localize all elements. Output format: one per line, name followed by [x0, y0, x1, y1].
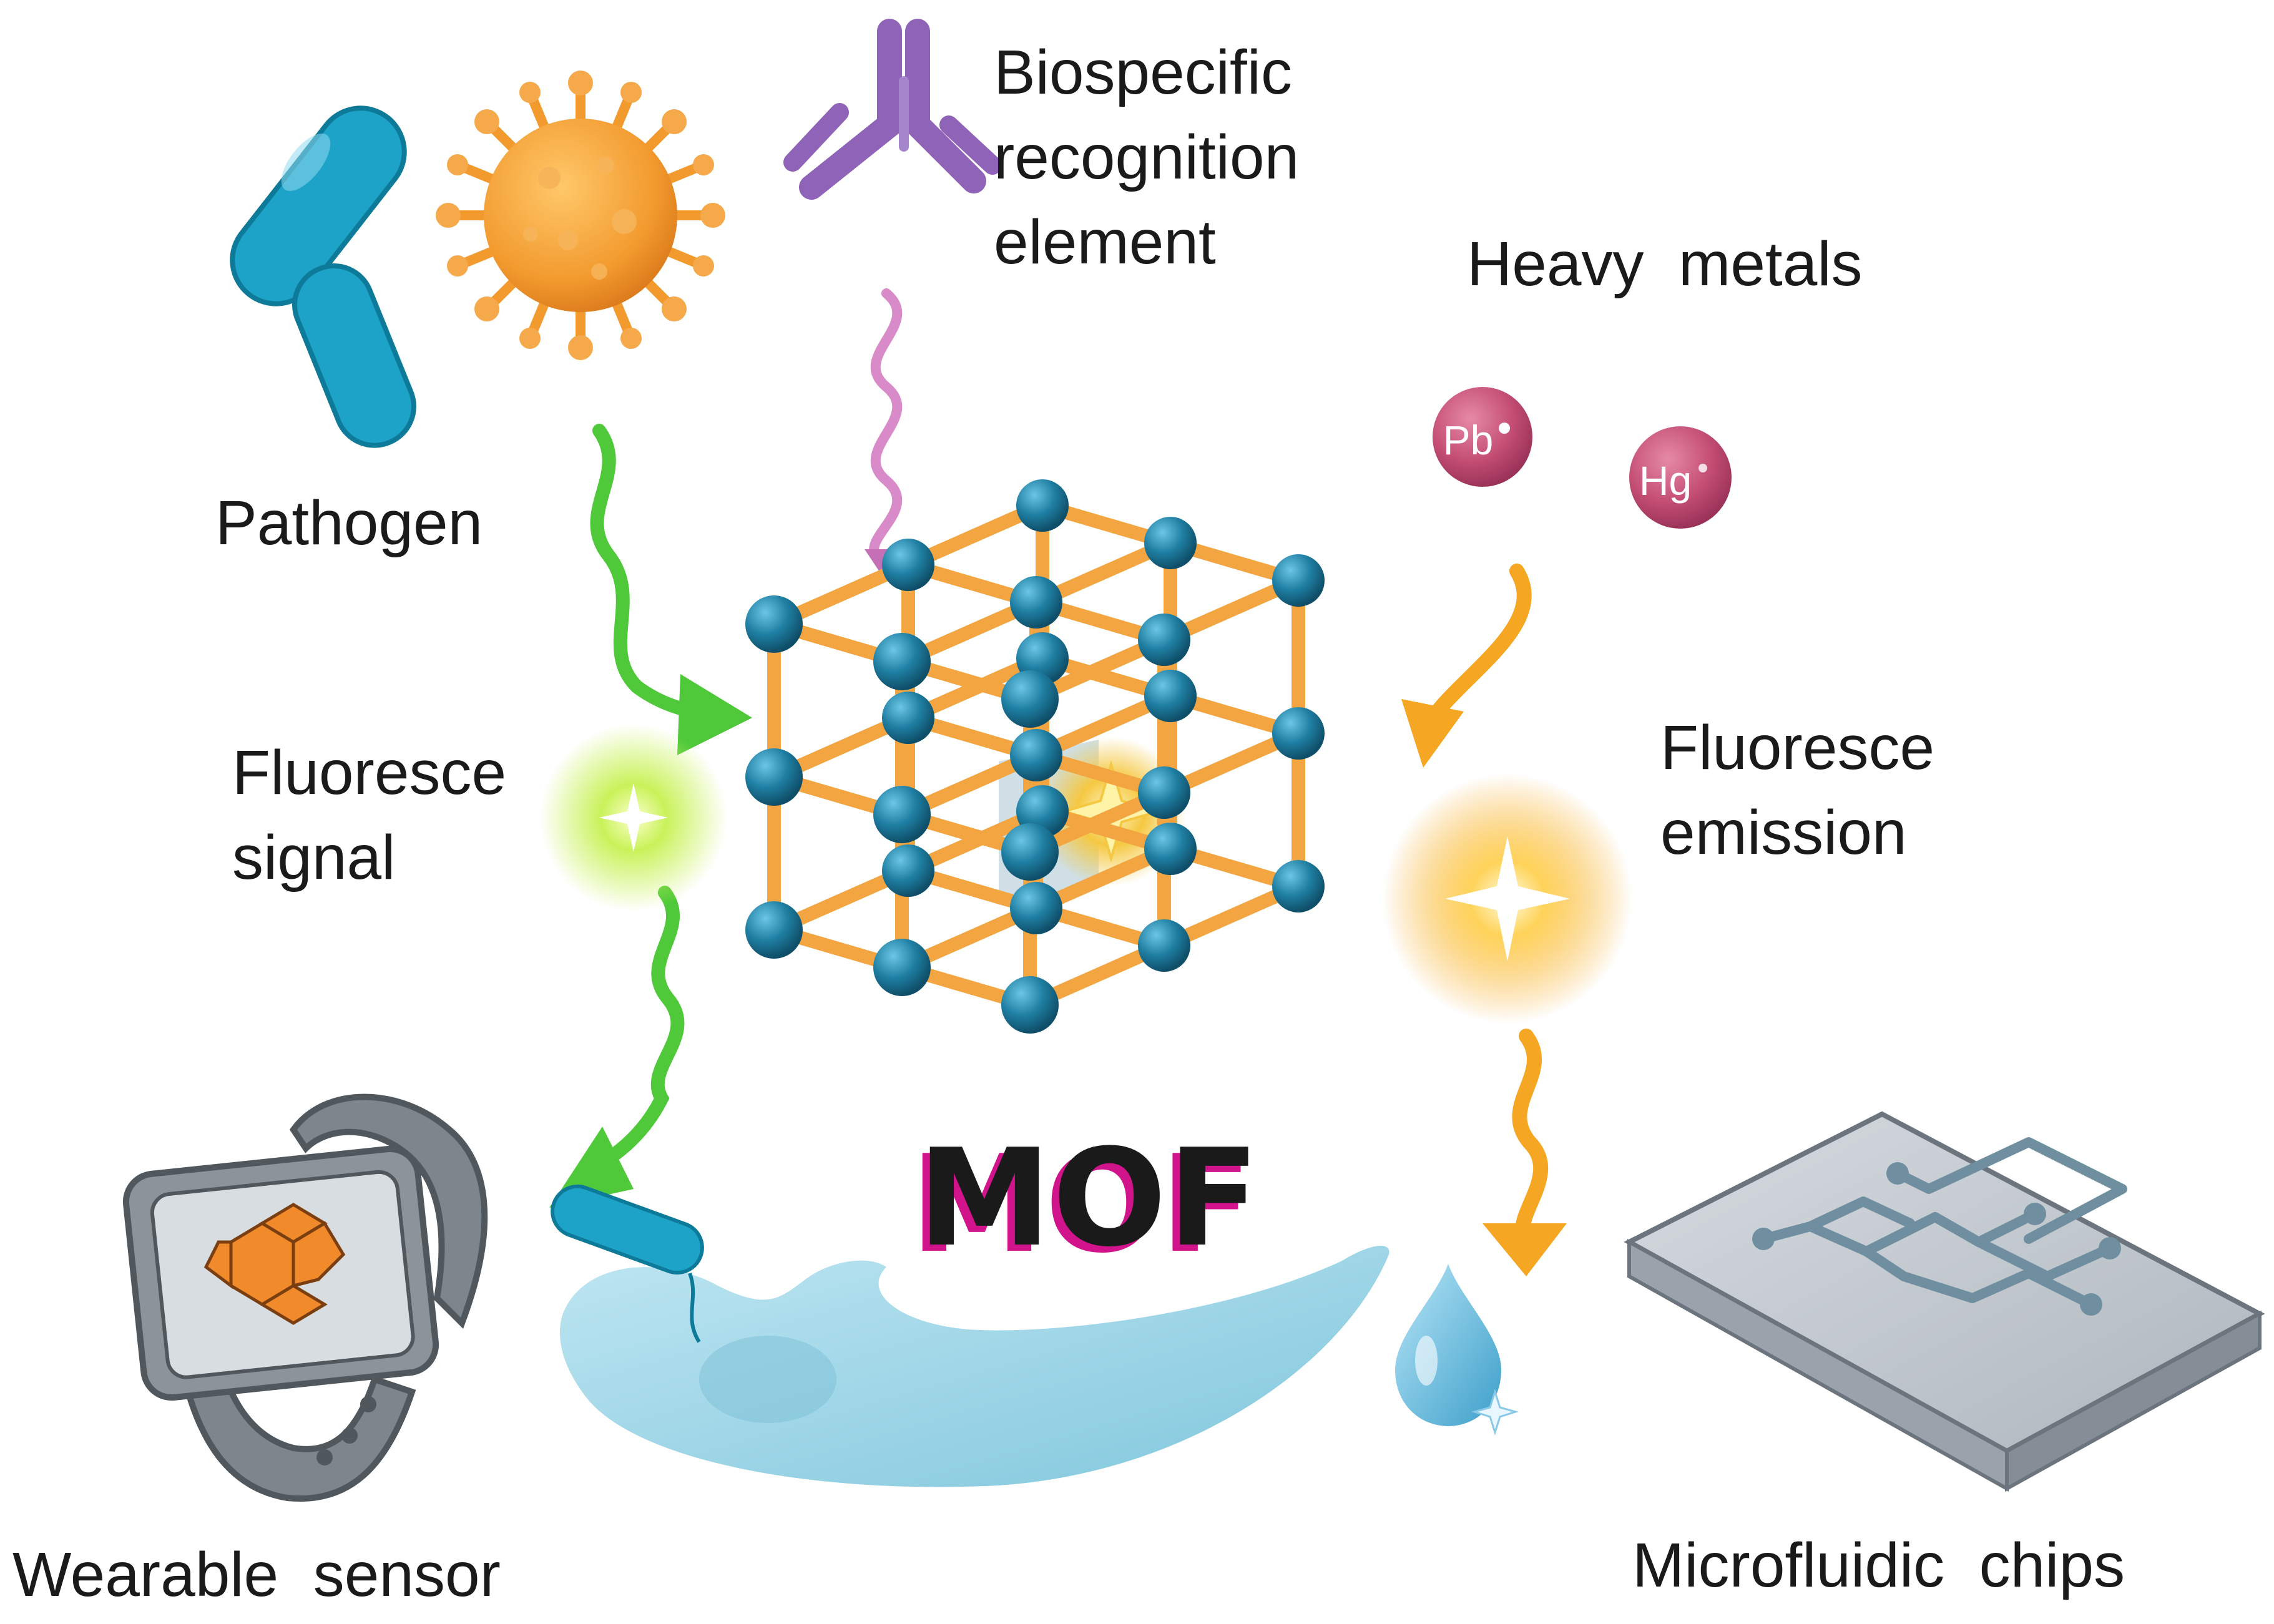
orange-fluorescence-glow — [1383, 774, 1632, 1024]
mof-metal-node — [745, 901, 803, 959]
small-bacterium-icon — [551, 1184, 704, 1343]
water-droplet-icon — [1395, 1264, 1519, 1436]
mof-metal-node — [882, 692, 934, 744]
mof-lattice — [745, 479, 1325, 1034]
lead-ion: Pb — [1433, 387, 1532, 487]
antibody-icon — [783, 19, 1002, 200]
green-arrow-top — [590, 424, 731, 725]
mof-metal-node — [1272, 707, 1325, 760]
green-fluorescence-glow — [540, 724, 727, 911]
mof-metal-node — [882, 539, 934, 591]
biospecific-label: Biospecific recognition element — [994, 30, 1299, 285]
mof-metal-node — [1144, 517, 1197, 569]
heavy-metals-label: Heavy metals — [1467, 229, 1863, 299]
fluoresce-emission-label: Fluoresce emission — [1660, 705, 1934, 875]
biospecific-line-2: recognition — [994, 122, 1300, 192]
biospecific-line-1: Biospecific — [994, 37, 1292, 107]
mof-metal-node — [1001, 976, 1059, 1034]
mof-metal-node — [1001, 823, 1059, 881]
green-arrow-bottom — [574, 886, 685, 1180]
mercury-ion-label: Hg — [1639, 457, 1692, 504]
mof-metal-node — [882, 844, 934, 897]
fluid-highlight — [699, 1336, 836, 1423]
orange-arrow-top-head — [1401, 699, 1464, 768]
fluoresce-signal-label: Fluoresce signal — [232, 730, 506, 900]
orange-arrow-top — [1422, 564, 1532, 731]
green-arrow-top-head — [677, 674, 752, 755]
watch-mof-crystal-icon — [203, 1203, 346, 1325]
mof-metal-node — [1272, 554, 1325, 607]
orange-arrow-bottom — [1512, 1029, 1549, 1243]
bacterium-icon — [230, 105, 416, 448]
wearable-sensor-label: Wearable sensor — [12, 1540, 501, 1610]
fluoresce-emission-line-1: Fluoresce — [1660, 713, 1935, 783]
antibody-squiggle — [869, 288, 903, 567]
mof-metal-node — [873, 786, 931, 843]
fluid-splash — [559, 1246, 1389, 1487]
mof-metal-node — [1138, 919, 1190, 972]
mof-metal-node — [1144, 823, 1197, 875]
mof-metal-node — [745, 595, 803, 653]
mof-metal-node — [873, 939, 931, 996]
mof-metal-node — [745, 748, 803, 806]
mof-metal-node — [1138, 766, 1190, 819]
lead-ion-label: Pb — [1443, 417, 1494, 463]
orange-arrow-bottom-head — [1483, 1223, 1567, 1276]
fluoresce-emission-line-2: emission — [1660, 798, 1907, 868]
mof-metal-node — [1144, 670, 1197, 722]
wearable-watch-icon — [122, 1093, 488, 1502]
fluoresce-signal-line-2: signal — [232, 823, 396, 893]
biospecific-line-3: element — [994, 207, 1216, 277]
microfluidic-chips-label: Microfluidic chips — [1632, 1530, 2125, 1600]
mof-metal-node — [1010, 729, 1062, 781]
fluoresce-signal-line-1: Fluoresce — [232, 738, 507, 808]
mof-metal-node — [1010, 576, 1062, 629]
microfluidic-chip-icon — [1624, 1111, 2265, 1492]
mof-metal-node — [1001, 670, 1059, 728]
mercury-ion: Hg — [1629, 426, 1732, 529]
mof-title: MOF — [918, 1120, 1261, 1276]
virus-icon — [436, 71, 725, 360]
mof-metal-node — [1010, 882, 1062, 934]
pathogen-label: Pathogen — [215, 488, 483, 558]
mof-metal-node — [873, 633, 931, 690]
chip-channels — [1758, 1137, 2127, 1309]
mof-metal-node — [1138, 614, 1190, 666]
mof-metal-node — [1272, 860, 1325, 912]
mof-metal-node — [1016, 479, 1069, 532]
